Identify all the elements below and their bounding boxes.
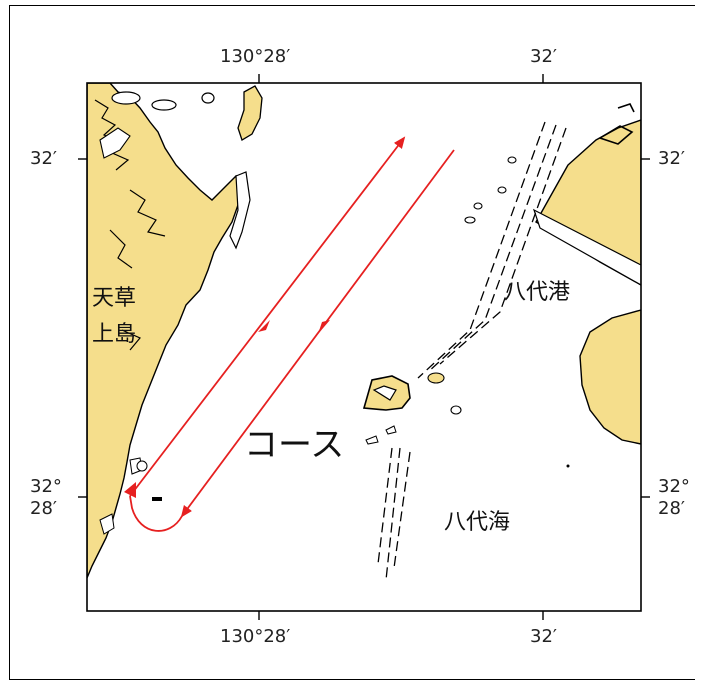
islet: [473, 202, 483, 210]
islet: [152, 497, 162, 501]
route-outbound: [180, 149, 455, 518]
place-amakusa-line1: 天草: [92, 286, 137, 311]
left-latitude-label-2b: 28′: [30, 498, 57, 519]
islet: [497, 186, 507, 194]
islet: [365, 435, 379, 445]
dashed-shoal-lines: [377, 121, 567, 581]
course-label: コース: [244, 425, 345, 465]
course-route: [129, 136, 455, 532]
islet: [464, 216, 476, 224]
inlet-water: [99, 127, 131, 159]
amakusa-island-land: [87, 83, 245, 579]
islet: [427, 372, 445, 384]
islet: [111, 91, 141, 105]
port-structure: [598, 103, 635, 145]
route-return: [129, 136, 406, 497]
inlet-water: [99, 513, 115, 535]
islet: [136, 460, 148, 472]
left-latitude-label-1: 32′: [30, 148, 57, 169]
right-latitude-label-1: 32′: [658, 148, 685, 169]
route-midpoint-arrows: [124, 320, 330, 498]
place-amakusa-line2: 上島: [92, 322, 137, 347]
right-latitude-label-2a: 32°: [658, 476, 690, 497]
islet: [237, 85, 263, 141]
islet: [201, 92, 215, 104]
bottom-longitude-label-2: 32′: [530, 626, 557, 647]
inlet-water: [229, 171, 251, 250]
right-latitude-label-2b: 28′: [658, 498, 685, 519]
buoy: [566, 464, 570, 468]
axis-ticks: [78, 74, 650, 620]
central-island-shore: [372, 385, 397, 401]
islet: [385, 425, 397, 435]
place-yatsushiro-port: 八代港: [504, 280, 571, 305]
top-longitude-label-1: 130°28′: [220, 46, 291, 67]
east-coast-land: [579, 309, 641, 445]
left-latitude-label-2a: 32°: [30, 476, 62, 497]
islet: [507, 156, 517, 164]
figure-frame: [9, 5, 695, 680]
place-yatsushiro-sea: 八代海: [444, 510, 511, 535]
route-turn: [129, 495, 183, 532]
islet: [151, 99, 177, 111]
port-channel: [532, 208, 641, 286]
map-border: [86, 82, 642, 612]
top-longitude-label-2: 32′: [530, 46, 557, 67]
coastline-inlets: [94, 99, 166, 351]
bottom-longitude-label-1: 130°28′: [220, 626, 291, 647]
islet: [450, 405, 462, 415]
